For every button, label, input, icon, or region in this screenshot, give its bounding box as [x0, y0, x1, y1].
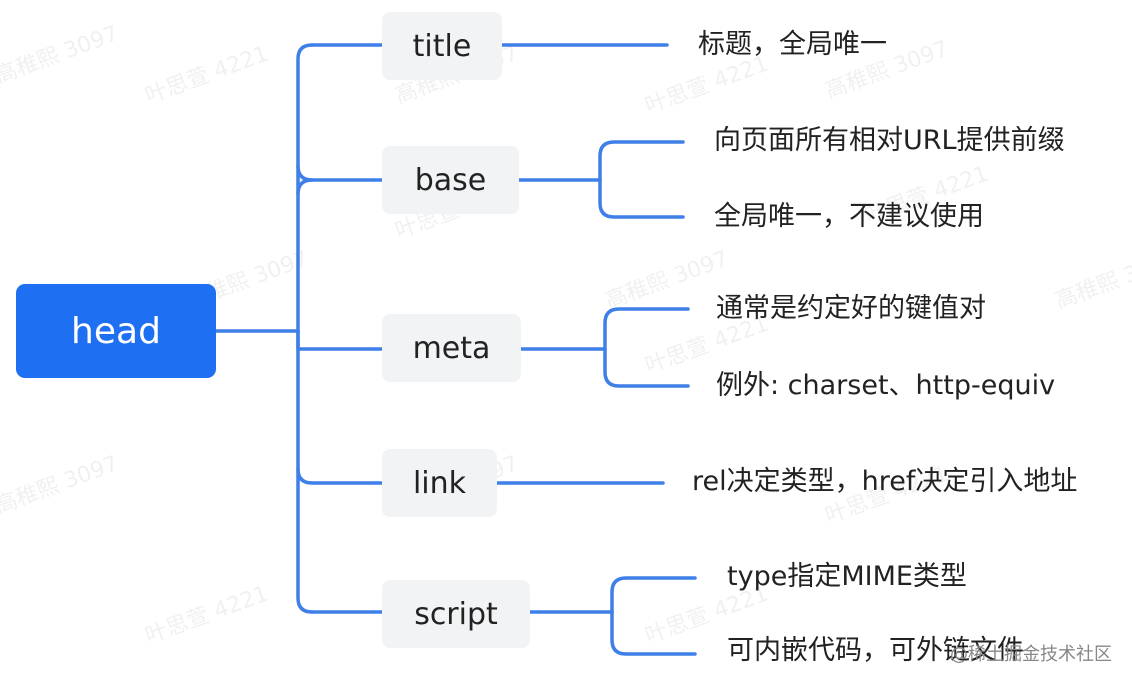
root-node-head[interactable]: head [16, 284, 216, 378]
connector-trunk [296, 43, 314, 614]
connector-to-link [296, 467, 384, 485]
leaf-text: 可内嵌代码，可外链文件 [727, 635, 1024, 666]
footer-watermark: @稀土掘金技术社区 [950, 644, 1112, 665]
child-node-link[interactable]: link [382, 449, 497, 517]
leaf-text: rel决定类型，href决定引入地址 [692, 466, 1078, 497]
child-node-meta[interactable]: meta [382, 314, 521, 382]
child-node-script[interactable]: script [382, 580, 530, 648]
child-node-base[interactable]: base [382, 146, 519, 214]
leaf-text: 标题，全局唯一 [698, 29, 887, 60]
child-node-label: link [412, 465, 467, 501]
leaf-text: 通常是约定好的键值对 [716, 293, 986, 324]
child-node-label: title [412, 28, 472, 64]
root-node-label: head [71, 310, 161, 352]
connector-script-leaf [610, 610, 697, 656]
child-node-title[interactable]: title [382, 12, 502, 80]
leaf-text: type指定MIME类型 [727, 561, 967, 592]
connector-meta-leaf [603, 347, 690, 388]
child-node-label: meta [412, 330, 491, 366]
leaf-text: 例外: charset、http-equiv [716, 370, 1056, 401]
child-node-label: script [414, 596, 498, 632]
connector-to-base [296, 164, 384, 182]
connector-script-leaf [610, 576, 697, 614]
child-node-label: base [414, 162, 487, 198]
connector-base-leaf [598, 140, 685, 182]
connector-meta-leaf [603, 307, 690, 351]
connector-base-leaf [598, 178, 685, 219]
connector-to-meta [296, 329, 384, 351]
leaf-text: 全局唯一，不建议使用 [714, 201, 984, 232]
leaf-text: 向页面所有相对URL提供前缀 [714, 125, 1065, 156]
connector-to-base [296, 178, 314, 196]
